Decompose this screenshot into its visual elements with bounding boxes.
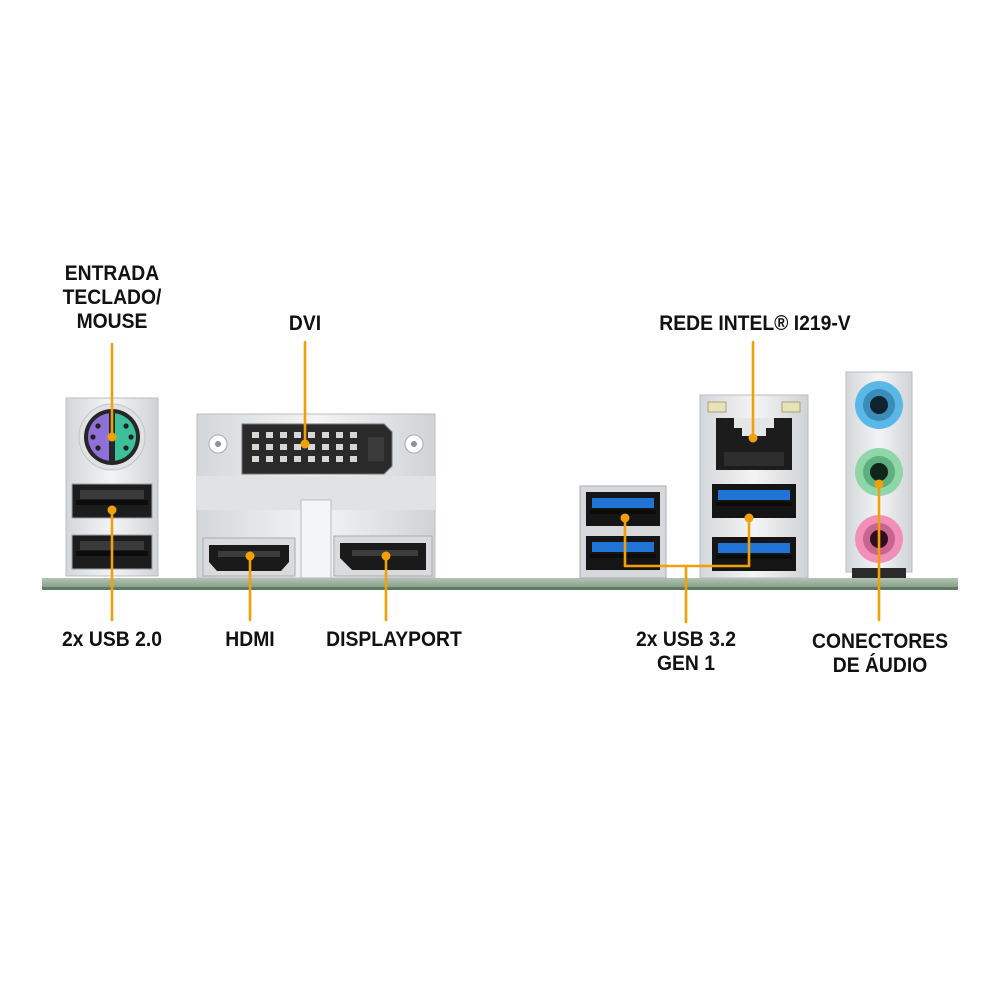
label-dvi-text: DVI bbox=[288, 312, 322, 335]
leader-lines bbox=[110, 340, 881, 624]
label-displayport: DISPLAYPORT bbox=[313, 628, 475, 652]
label-usb2: 2x USB 2.0 bbox=[48, 628, 177, 652]
dvi-pin bbox=[252, 444, 259, 450]
label-usb32: 2x USB 3.2 GEN 1 bbox=[622, 628, 751, 676]
dvi-pin bbox=[322, 432, 329, 438]
dvi-pin bbox=[280, 432, 287, 438]
label-usb32-line2: GEN 1 bbox=[657, 652, 715, 675]
dvi-pin bbox=[308, 456, 315, 462]
label-usb32-line1: 2x USB 3.2 bbox=[636, 628, 736, 651]
usb3-port-icon bbox=[712, 484, 796, 518]
dvi-pin bbox=[294, 432, 301, 438]
dvi-pin bbox=[322, 444, 329, 450]
dvi-pin bbox=[336, 444, 343, 450]
dvi-port-icon bbox=[241, 423, 393, 475]
dvi-pin bbox=[280, 456, 287, 462]
dvi-pin bbox=[266, 456, 273, 462]
dvi-pin bbox=[294, 456, 301, 462]
dvi-pin bbox=[266, 432, 273, 438]
dvi-pin bbox=[252, 456, 259, 462]
label-ps2: ENTRADA TECLADO/ MOUSE bbox=[46, 262, 178, 334]
dvi-pin bbox=[308, 444, 315, 450]
audio-jack-icon bbox=[855, 381, 903, 429]
label-ps2-line1: ENTRADA bbox=[64, 262, 160, 285]
label-lan-text: REDE INTEL® I219-V bbox=[659, 312, 851, 335]
dvi-pin bbox=[350, 444, 357, 450]
label-audio-line2: DE ÁUDIO bbox=[832, 654, 928, 677]
usb3-left-stack bbox=[579, 485, 667, 579]
leader-dots bbox=[107, 432, 884, 561]
dvi-pin bbox=[336, 456, 343, 462]
pcb-board-edge bbox=[42, 587, 958, 590]
usb3-port-icon bbox=[586, 536, 660, 570]
label-ps2-line3: MOUSE bbox=[76, 310, 148, 333]
label-audio: CONECTORES DE ÁUDIO bbox=[806, 630, 953, 678]
dvi-pin bbox=[350, 432, 357, 438]
dvi-pin bbox=[308, 432, 315, 438]
dvi-pin bbox=[266, 444, 273, 450]
dvi-pin bbox=[336, 432, 343, 438]
label-displayport-text: DISPLAYPORT bbox=[326, 628, 462, 651]
dvi-pin bbox=[252, 432, 259, 438]
label-audio-line1: CONECTORES bbox=[812, 630, 948, 653]
audio-jack-icon bbox=[855, 448, 903, 496]
dvi-pin bbox=[322, 456, 329, 462]
label-dvi: DVI bbox=[250, 312, 360, 336]
label-usb2-text: 2x USB 2.0 bbox=[62, 628, 162, 651]
label-hdmi-text: HDMI bbox=[225, 628, 275, 651]
dvi-pin bbox=[350, 456, 357, 462]
pcb-board bbox=[42, 578, 958, 589]
label-hdmi: HDMI bbox=[204, 628, 296, 652]
label-lan: REDE INTEL® I219-V bbox=[640, 312, 870, 336]
video-output-block bbox=[196, 413, 436, 579]
dvi-pin bbox=[294, 444, 301, 450]
dvi-pin bbox=[280, 444, 287, 450]
rj45-port-icon bbox=[707, 401, 801, 470]
label-ps2-line2: TECLADO/ bbox=[62, 286, 162, 309]
